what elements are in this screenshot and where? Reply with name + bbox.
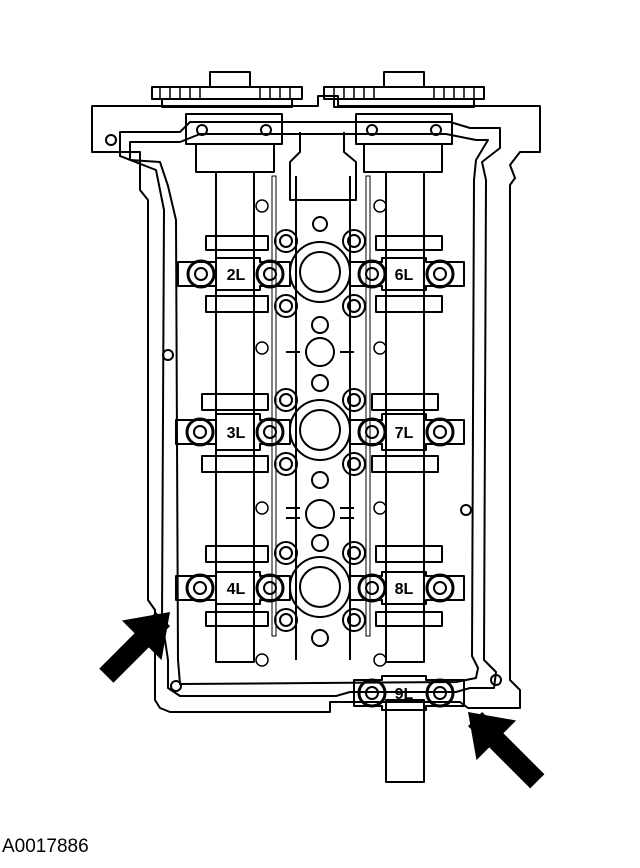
bearing-cap-9L [353,675,465,711]
right-camshaft-extension [385,699,425,783]
bearing-cap-8L [349,571,465,605]
right-camshaft [385,171,425,663]
bearing-cap-3L [175,413,291,451]
head-bolt-hole [170,680,182,692]
side-bolts [255,199,387,667]
head-bolt-hole [105,134,117,146]
cap-label-6L: 6L [395,267,414,284]
cap-label-3L: 3L [227,425,246,442]
tower-bolts [274,229,366,632]
front-bearing-cap-right [355,113,453,173]
bearing-cap-2L [177,257,291,291]
figure-id-label: A0017886 [2,836,89,857]
cap-label-4L: 4L [227,581,246,598]
head-inner-contour-2 [129,133,489,685]
cap-label-8L: 8L [395,581,414,598]
cap-label-7L: 7L [395,425,414,442]
left-arrow-icon [99,612,170,683]
head-bolt-hole [490,674,502,686]
cap-label-9L: 9L [395,686,414,703]
right-cam-sprocket [323,71,485,108]
head-bolt-hole [460,504,472,516]
cap-label-2L: 2L [227,267,246,284]
spark-plug-towers [289,241,351,618]
bearing-cap-7L [349,413,465,451]
bearing-cap-4L [175,571,291,605]
bearing-cap-6L [349,257,465,291]
left-cam-sprocket [151,71,303,108]
center-valley [271,132,371,660]
cam-lobes [201,235,443,627]
right-arrow-icon [468,712,545,789]
head-bolt-hole [162,349,174,361]
head-inner-contour [119,121,501,697]
